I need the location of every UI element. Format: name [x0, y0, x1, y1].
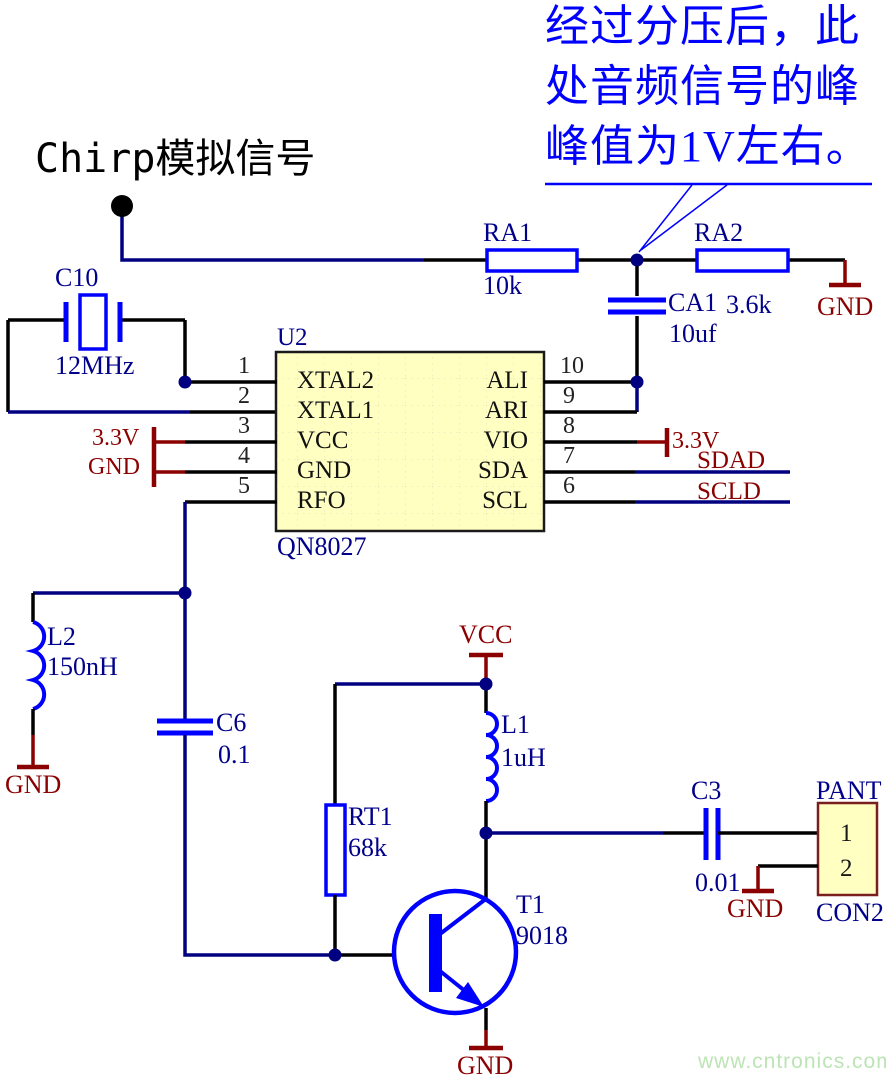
c10-ref: C10	[55, 263, 99, 292]
resistor-rt1	[324, 682, 486, 955]
u2-pin-name-sda: SDA	[477, 457, 528, 484]
resistor-ra1	[485, 248, 579, 273]
l1-ref: L1	[501, 710, 530, 739]
gnd-label-ra2: GND	[817, 292, 874, 321]
transistor-t1	[391, 833, 519, 1051]
c10-value: 12MHz	[55, 351, 135, 380]
u2-pin-name-ali: ALI	[486, 367, 528, 394]
u2-pin-num-1: 1	[238, 353, 250, 379]
annotation-line-3: 峰值为1V左右。	[545, 122, 871, 171]
gnd-label-left: GND	[88, 454, 140, 480]
resistor-ra2	[695, 248, 790, 273]
u2-pin-num-5: 5	[238, 473, 250, 499]
u2-pin-name-rfo: RFO	[297, 487, 346, 514]
u2-part: QN8027	[277, 532, 367, 561]
l2-ref: L2	[47, 622, 76, 651]
v33-label-right: 3.3V	[672, 428, 720, 454]
gnd-label-t1: GND	[457, 1051, 514, 1080]
annotation-line-1: 经过分压后，此	[545, 2, 860, 51]
u2-pin-num-3: 3	[238, 413, 250, 439]
inductor-l2	[17, 593, 49, 770]
u2-pin-name-vcc: VCC	[297, 427, 349, 454]
ra1-ref: RA1	[483, 218, 533, 247]
crystal-c10	[6, 293, 277, 414]
u2-pin-num-7: 7	[563, 443, 575, 469]
gnd-label-l2: GND	[5, 770, 62, 799]
emitter-arrow	[456, 982, 484, 1007]
u2-pin-num-6: 6	[563, 473, 575, 499]
con2-pin-2: 2	[840, 855, 853, 882]
signal-terminal-dot	[111, 195, 133, 217]
inductor-l1	[484, 684, 499, 833]
u2-pin-num-2: 2	[238, 383, 250, 409]
signal-source-label: Chirp模拟信号	[35, 136, 316, 182]
u2-pin-name-scl: SCL	[482, 487, 528, 514]
u2-pin-name-vio: VIO	[483, 427, 528, 454]
ra2-ref: RA2	[694, 218, 744, 247]
capacitor-c3	[486, 808, 818, 860]
chip-u2	[154, 350, 637, 533]
u2-pin-name-xtal2: XTAL2	[297, 367, 375, 394]
annotation-line-2: 处音频信号的峰	[545, 62, 860, 111]
u2-pin-num-4: 4	[238, 443, 250, 469]
u2-pin-name-xtal1: XTAL1	[297, 397, 375, 424]
c6-value: 0.1	[218, 740, 251, 769]
ra2-value: 3.6k	[726, 290, 772, 319]
rt1-value: 68k	[348, 833, 387, 862]
t1-ref: T1	[516, 890, 545, 919]
u2-pin-name-gnd: GND	[297, 457, 352, 484]
capacitor-ca1	[608, 260, 666, 412]
l1-value: 1uH	[501, 743, 546, 772]
rfo-wire	[33, 502, 187, 595]
vcc-label: VCC	[459, 620, 513, 649]
u2-pin-num-10: 10	[560, 353, 584, 379]
u2-pin-num-8: 8	[563, 413, 575, 439]
ca1-ref: CA1	[668, 288, 718, 317]
l2-value: 150nH	[47, 652, 118, 681]
ca1-value: 10uf	[669, 319, 717, 348]
v33-label-left: 3.3V	[92, 425, 140, 451]
junction-dots	[178, 253, 644, 962]
capacitor-c6	[157, 593, 430, 957]
gnd-label-con2: GND	[727, 894, 784, 923]
u2-pin-name-ari: ARI	[484, 397, 528, 424]
u2-ref: U2	[277, 324, 308, 351]
c6-ref: C6	[216, 708, 247, 737]
u2-pin-num-9: 9	[563, 383, 575, 409]
watermark: www.cntronics.com	[698, 1050, 886, 1073]
con2-ref: CON2	[816, 898, 884, 927]
connector-con2	[742, 801, 879, 897]
con2-pin-1: 1	[840, 820, 853, 847]
con2-name: PANT	[816, 776, 882, 805]
sdad-net-label: SDAD	[697, 447, 766, 474]
scld-net-label: SCLD	[697, 478, 761, 505]
c3-value: 0.01	[695, 868, 741, 897]
annotation-callout-leader	[545, 182, 872, 253]
t1-value: 9018	[516, 921, 568, 950]
ra1-value: 10k	[483, 271, 522, 300]
rt1-ref: RT1	[348, 802, 393, 831]
gnd-symbol-ra2	[829, 260, 861, 288]
power-bar-vio	[637, 428, 670, 457]
c3-ref: C3	[691, 776, 722, 805]
i2c-wires	[635, 470, 790, 504]
